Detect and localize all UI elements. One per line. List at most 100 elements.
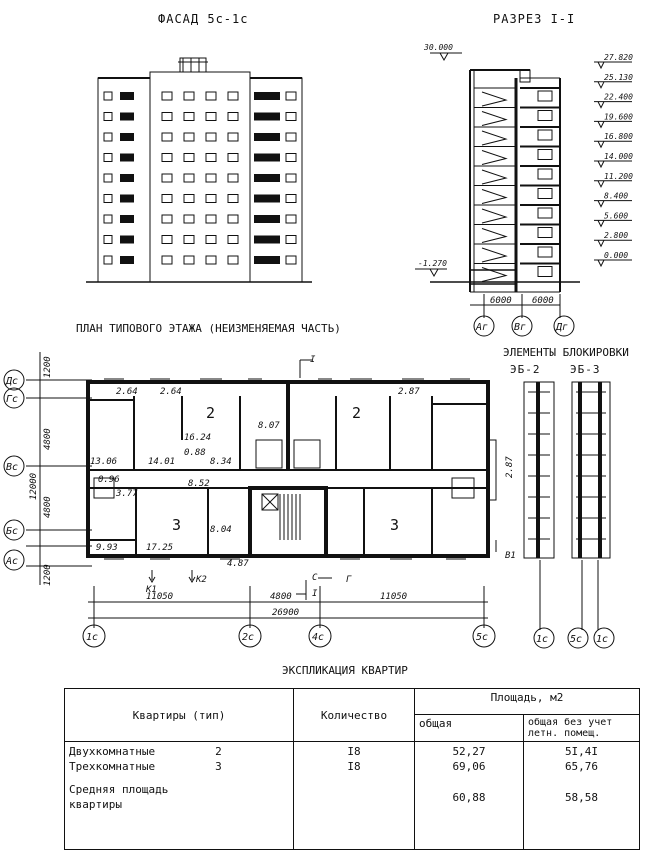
facade-window [161, 91, 173, 101]
facade-window [227, 255, 239, 265]
avg-total: 60,88 [452, 791, 486, 804]
plan-left-dim-3: 12000 [29, 473, 39, 500]
facade-window [227, 235, 239, 244]
section-levels: 27.82025.13022.40019.60016.80014.00011.2… [594, 53, 633, 268]
row-name: Трехкомнатные [69, 760, 156, 773]
section-stair [481, 91, 508, 107]
plan-axis-dc: Дс [5, 376, 18, 387]
level-label: 25.130 [604, 73, 633, 82]
section-stair [481, 189, 508, 204]
section-span-dims [470, 294, 561, 318]
section-stair [481, 150, 508, 165]
facade-window [103, 112, 113, 121]
blocking-axis-3: 1с [596, 634, 608, 645]
section-window [537, 207, 553, 219]
bottom-axis-5c: 5с [476, 632, 488, 643]
facade-window [227, 214, 239, 224]
area-label: 0.88 [184, 448, 206, 458]
facade-balcony [254, 133, 280, 141]
facade-balcony [254, 174, 280, 182]
facade-window [103, 153, 113, 162]
marker-k1: К1 [145, 585, 157, 595]
facade-window [227, 153, 239, 162]
facade-window [103, 194, 113, 203]
facade-window [183, 112, 195, 121]
eb2-label: ЭБ-2 [510, 363, 541, 376]
eb3-label: ЭБ-3 [570, 363, 601, 376]
row-name: Двухкомнатные [69, 745, 156, 758]
facade-window [103, 235, 113, 244]
facade-window [161, 112, 173, 121]
level-arrow [597, 259, 605, 268]
section-drawing [430, 69, 580, 293]
level-arrow [597, 220, 605, 228]
facade-balcony [120, 92, 134, 100]
row-living: 5I,4I [564, 745, 599, 758]
area-label: 3.77 [115, 489, 138, 499]
facade-window [205, 173, 217, 183]
section-span-1: 6000 [490, 296, 512, 306]
facade-window [285, 112, 297, 121]
section-stair [481, 111, 508, 126]
blocking-elements [523, 381, 615, 649]
facade-window [205, 255, 217, 265]
section-window [537, 110, 553, 121]
facade-window [227, 132, 239, 142]
area-label: 2.64 [160, 387, 182, 397]
area-label: 8.07 [258, 421, 280, 431]
section-window [537, 129, 553, 141]
facade-window [183, 91, 195, 101]
plan-room-numbers: 2 2 3 3 [172, 404, 399, 534]
facade-window [285, 91, 297, 101]
facade-window [205, 153, 217, 162]
area-label: 2.87 [398, 387, 420, 397]
facade-window [205, 214, 217, 224]
facade-balcony [120, 215, 134, 223]
level-arrow [597, 239, 605, 248]
facade-window [227, 91, 239, 101]
row-living: 65,76 [564, 760, 599, 773]
section-window [537, 188, 553, 199]
floor-plan [86, 378, 497, 560]
marker-g: Г [346, 575, 352, 585]
facade-window [205, 235, 217, 244]
level-label: 11.200 [604, 172, 633, 181]
blocking-axis-1: 1с [536, 634, 548, 645]
level-label: 22.400 [604, 93, 633, 102]
room-number: 2 [352, 404, 361, 422]
facade-window [227, 112, 239, 121]
section-axis-3: Дг [555, 322, 568, 333]
facade-balcony [120, 194, 134, 203]
facade-balcony [120, 174, 134, 182]
section-window [537, 227, 553, 238]
explication-title: ЭКСПЛИКАЦИЯ КВАРТИР [282, 664, 408, 677]
plan-left-dim-1: 1200 [43, 356, 53, 378]
section-axis-1: Аг [475, 322, 488, 333]
room-number: 3 [390, 516, 399, 534]
total-dim: 26900 [272, 608, 299, 618]
avg-living: 58,58 [564, 791, 599, 804]
plan-area-labels: 2.64 2.64 2.87 16.24 0.88 8.07 8.34 13.0… [90, 387, 420, 569]
facade-balcony [254, 153, 280, 162]
marker-c: С [312, 573, 318, 583]
facade-title: ФАСАД 5с-1с [158, 12, 249, 26]
facade-window [103, 214, 113, 224]
section-stair [481, 228, 508, 243]
facade-window [227, 173, 239, 183]
area-label: 14.01 [148, 457, 175, 467]
bottom-axis-4c: 4с [312, 632, 324, 643]
facade-balcony [254, 112, 280, 121]
level-label: 0.000 [604, 251, 628, 260]
facade-window [161, 214, 173, 224]
level-arrow [597, 101, 605, 109]
facade-window [183, 132, 195, 142]
facade-drawing [86, 57, 312, 283]
facade-window [227, 194, 239, 203]
section-span-2: 6000 [532, 296, 554, 306]
room-number: 2 [206, 404, 215, 422]
facade-windows [103, 91, 297, 265]
area-label: 8.04 [210, 525, 232, 535]
facade-window [161, 132, 173, 142]
area-label: 9.93 [96, 543, 118, 553]
